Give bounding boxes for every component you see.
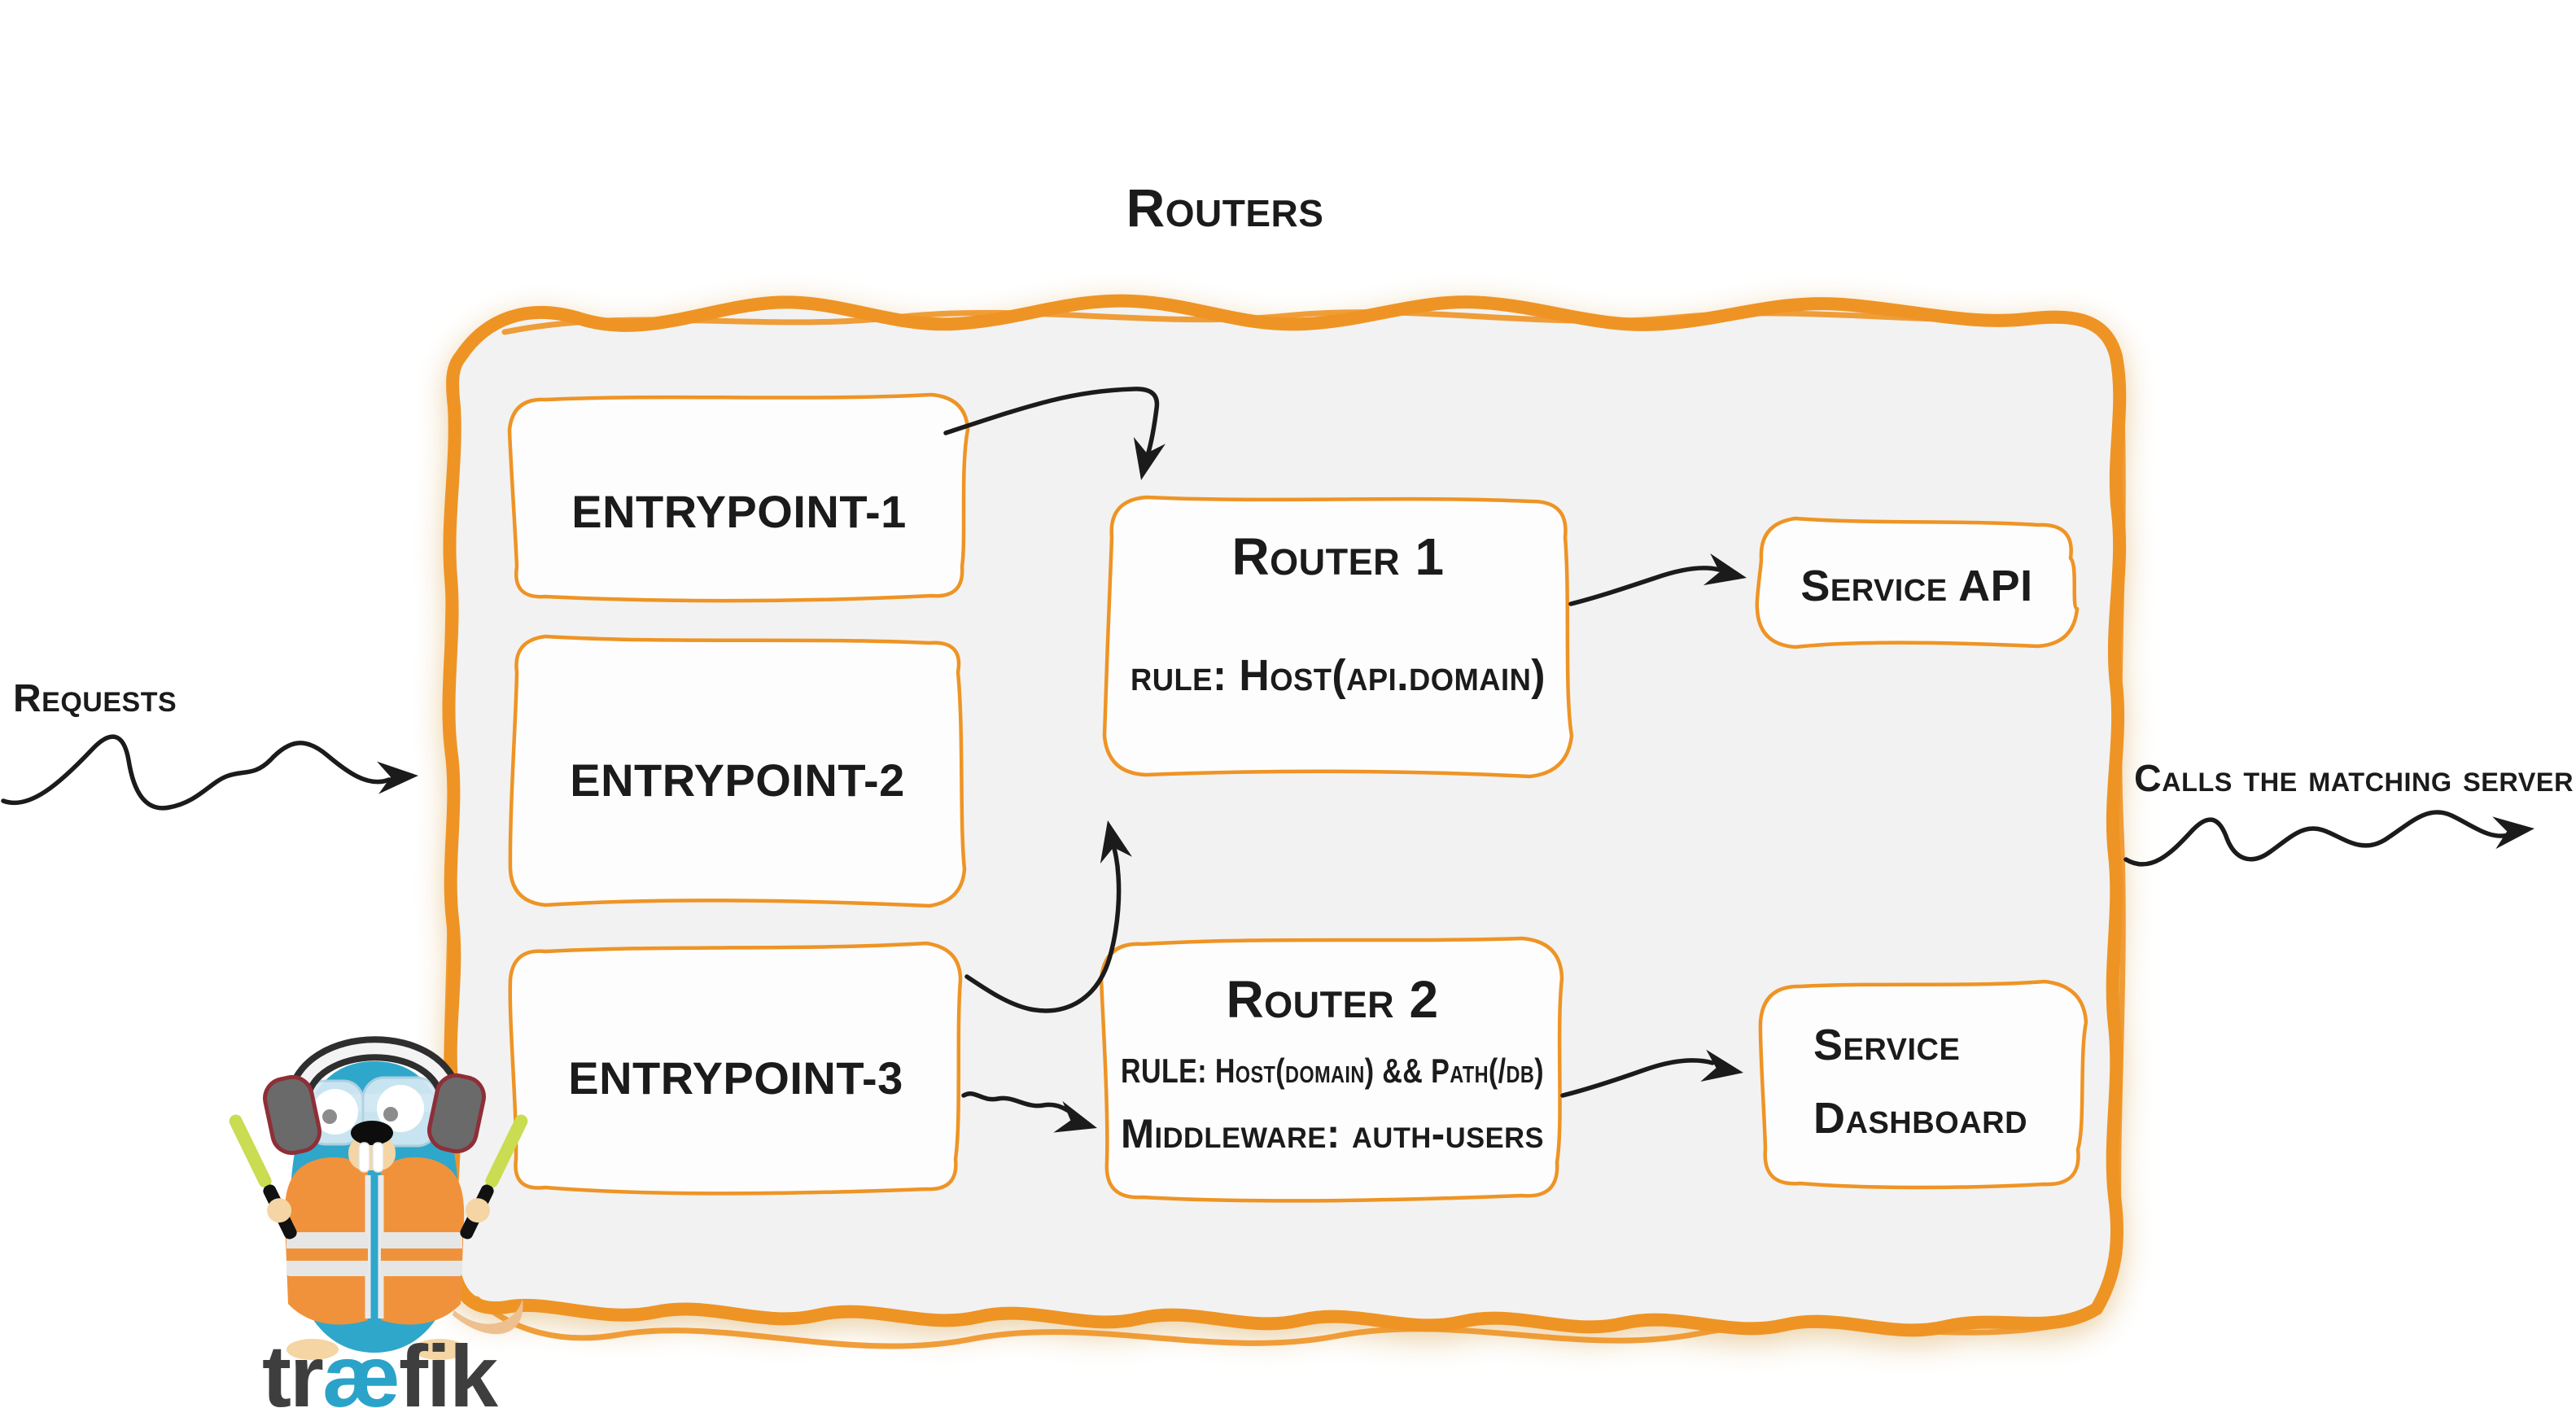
routers-container-border-sketch — [443, 309, 2126, 1349]
requests-label: Requests — [13, 677, 177, 720]
service-api-box: Service API — [1755, 516, 2080, 649]
router-2-title: Router 2 — [1226, 970, 1438, 1029]
arrow-router2-to-service-dashboard — [1560, 1049, 1743, 1098]
entrypoint-3-box: ENTRYPOINT-3 — [508, 941, 963, 1196]
diagram-title: Routers — [1126, 177, 1324, 238]
service-dashboard-border — [1758, 979, 2088, 1190]
traefik-mascot-logo — [229, 1036, 528, 1360]
arrowhead-icon — [1133, 436, 1166, 480]
arrow-requests-in — [1, 734, 418, 811]
router-2-middleware: Middleware: auth-users — [1121, 1111, 1544, 1157]
mascot-safety-vest — [284, 1157, 465, 1325]
traefik-wordmark: træfik — [262, 1327, 499, 1408]
mascot-foot-left — [286, 1339, 339, 1360]
arrowhead-icon — [377, 761, 418, 794]
mascot-muzzle — [348, 1121, 396, 1173]
router-1-rule: rule: Host(api.domain) — [1131, 651, 1546, 700]
wordmark-fik: fik — [399, 1327, 499, 1408]
service-api-label: Service API — [1800, 562, 2032, 610]
arrowhead-icon — [1703, 553, 1747, 586]
router-1-title: Router 1 — [1231, 527, 1444, 586]
router-2-rule: RULE: Host(domain) && Path(/db) — [1121, 1052, 1544, 1090]
arrow-router1-to-service-api — [1568, 553, 1747, 606]
router-2-box: Router 2 RULE: Host(domain) && Path(/db)… — [1099, 936, 1564, 1203]
service-dashboard-label-line1: Service — [1813, 1021, 1960, 1069]
router-1-box: Router 1 rule: Host(api.domain) — [1102, 495, 1574, 779]
entrypoint-1-label: ENTRYPOINT-1 — [571, 486, 907, 537]
service-api-border — [1755, 516, 2080, 649]
service-dashboard-box: Service Dashboard — [1758, 979, 2088, 1190]
router-2-border — [1099, 936, 1564, 1203]
arrow-entrypoint3-to-router2 — [961, 1091, 1097, 1133]
service-dashboard-label-line2: Dashboard — [1813, 1094, 2027, 1143]
arrowhead-icon — [1100, 820, 1132, 864]
mascot-foot-right — [413, 1339, 466, 1360]
mascot-eye-left — [313, 1089, 358, 1135]
light-stick-right-icon — [460, 1114, 528, 1240]
arrow-calls-out — [2123, 810, 2534, 867]
arrowhead-icon — [2492, 816, 2534, 850]
mascot-tail — [453, 1299, 523, 1335]
entrypoint-1-box: ENTRYPOINT-1 — [507, 392, 970, 603]
entrypoint-1-border — [507, 392, 970, 603]
entrypoint-2-box: ENTRYPOINT-2 — [508, 634, 967, 908]
light-stick-left-icon — [229, 1114, 297, 1240]
wordmark-tr: tr — [262, 1327, 323, 1408]
entrypoint-2-border — [508, 634, 967, 908]
wordmark-ae: æ — [322, 1327, 399, 1408]
entrypoint-3-border — [508, 941, 963, 1196]
entrypoint-2-label: ENTRYPOINT-2 — [570, 754, 905, 806]
mascot-headphones-icon — [263, 1036, 486, 1156]
arrowhead-icon — [1053, 1100, 1097, 1133]
arrow-entrypoint1-to-router1 — [943, 387, 1166, 480]
arrowhead-icon — [1700, 1049, 1743, 1082]
calls-matching-server-label: Calls the matching server — [2134, 757, 2574, 799]
router-1-border — [1102, 495, 1574, 779]
entrypoint-3-label: ENTRYPOINT-3 — [568, 1052, 903, 1104]
mascot-nose — [351, 1121, 393, 1145]
arrow-entrypoint2-to-router1 — [964, 820, 1132, 1013]
